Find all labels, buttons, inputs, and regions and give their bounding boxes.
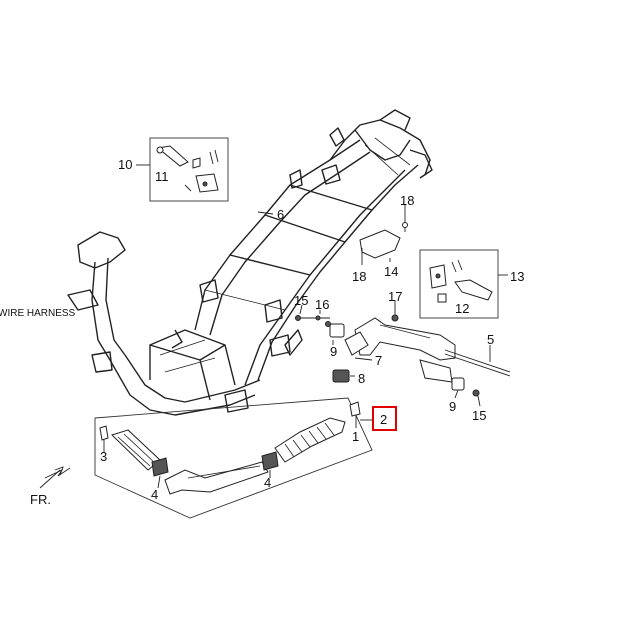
callout-14: 14	[384, 264, 398, 279]
highlighted-callout-box[interactable]	[372, 406, 397, 431]
callout-6: 6	[277, 207, 284, 222]
callout-17: 17	[388, 289, 402, 304]
callout-13: 13	[510, 269, 524, 284]
callout-18-top: 18	[400, 193, 414, 208]
callout-3: 3	[100, 449, 107, 464]
callout-5: 5	[487, 332, 494, 347]
center-stand	[332, 300, 511, 407]
wire-harness-label: WIRE HARNESS	[0, 308, 76, 319]
front-arrow-icon	[39, 466, 71, 489]
callout-15-left: 15	[294, 293, 308, 308]
callout-7: 7	[375, 353, 382, 368]
callout-11: 11	[155, 169, 169, 184]
callout-10: 10	[118, 157, 132, 172]
callout-15-right: 15	[472, 408, 486, 423]
main-frame	[67, 109, 433, 416]
hose-assembly-box	[94, 397, 373, 519]
callout-1: 1	[352, 429, 359, 444]
front-label: FR.	[30, 492, 51, 507]
callout-9-left: 9	[330, 344, 337, 359]
callout-2[interactable]: 2	[380, 412, 387, 427]
parts-box-13	[419, 249, 508, 319]
callout-4-left: 4	[151, 487, 158, 502]
callout-4-right: 4	[264, 475, 271, 490]
bracket-14	[359, 205, 408, 265]
callout-12: 12	[455, 301, 469, 316]
callout-16: 16	[315, 297, 329, 312]
callout-8: 8	[358, 371, 365, 386]
bolt-group-left	[295, 304, 345, 345]
parts-box-10	[136, 137, 229, 202]
callout-9-right: 9	[449, 399, 456, 414]
callout-18-bottom: 18	[352, 269, 366, 284]
